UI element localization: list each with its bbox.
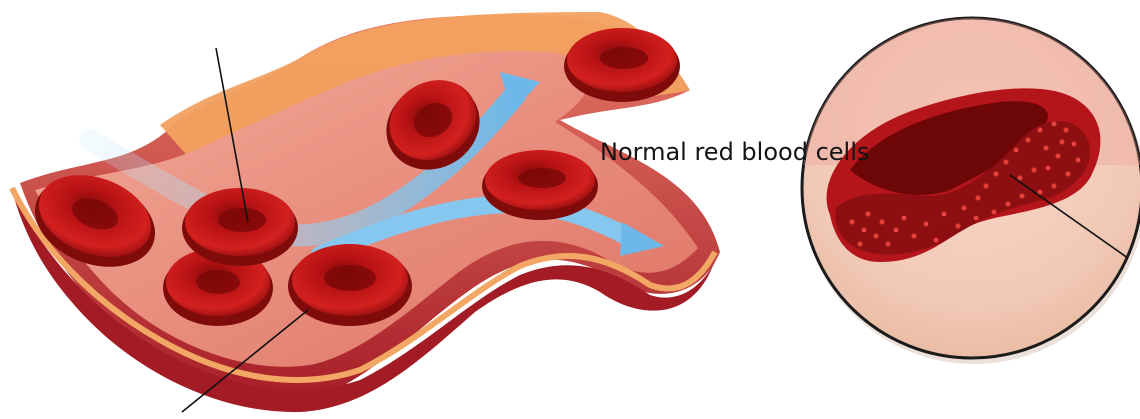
caption-normal-red-blood-cells: Normal red blood cells [600,140,869,164]
red-blood-cell [288,244,412,326]
magnified-cell-inset [800,15,1140,364]
red-blood-cell [182,188,298,266]
red-blood-cell [482,150,598,220]
red-blood-cell [564,28,680,102]
